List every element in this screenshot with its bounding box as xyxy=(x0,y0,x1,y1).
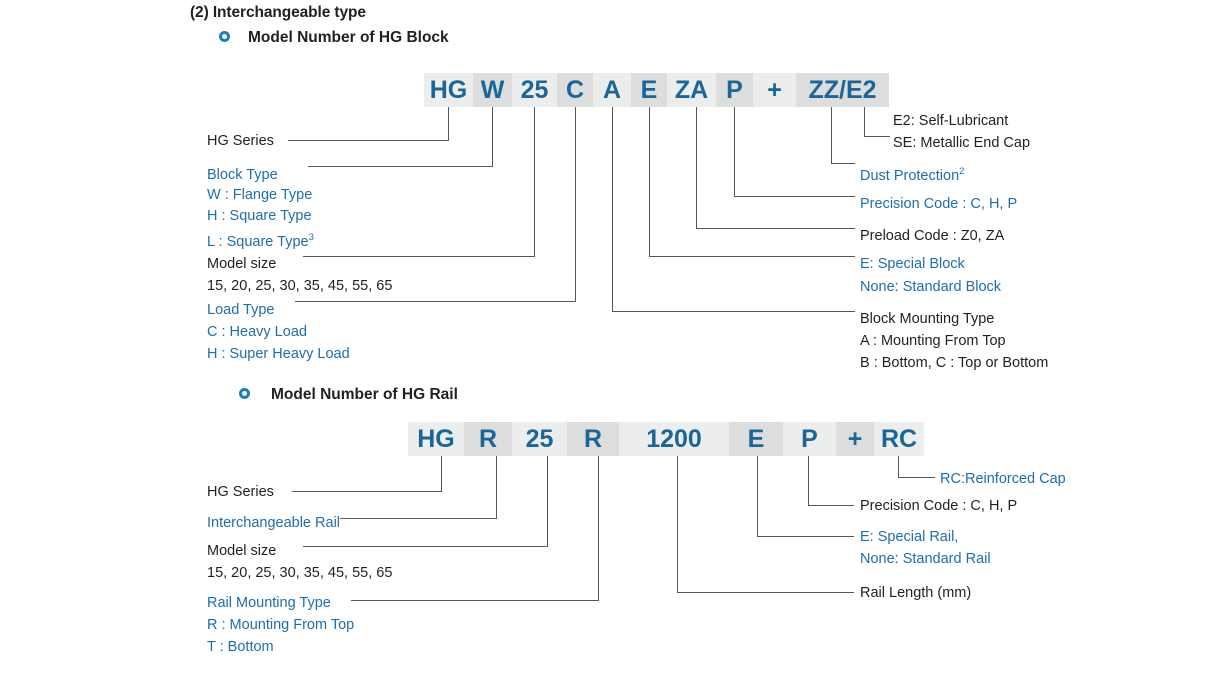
rail-code-segment-length[interactable]: 1200 xyxy=(619,422,729,456)
block-code-segment-hg[interactable]: HG xyxy=(424,73,473,107)
rail-label-interchangeable-rail: Interchangeable Rail xyxy=(207,515,341,531)
rail-leader-line-hg-vertical xyxy=(441,456,442,492)
block-label-block-mounting-bc: B : Bottom, C : Top or Bottom xyxy=(860,355,1049,371)
rail-leader-line-rc-vertical xyxy=(898,456,899,478)
rail-code-segment-p[interactable]: P xyxy=(783,422,836,456)
block-code-segment-w[interactable]: W xyxy=(473,73,512,107)
block-label-block-type-l-superscript: 3 xyxy=(308,232,314,243)
block-label-precision-code: Precision Code : C, H, P xyxy=(860,196,1018,212)
rail-label-rail-mounting-t: T : Bottom xyxy=(207,639,274,655)
rail-label-rail-mounting-type: Rail Mounting Type xyxy=(207,595,331,611)
block-label-se-metallic-end-cap: SE: Metallic End Cap xyxy=(893,135,1031,151)
block-code-segment-plus[interactable]: + xyxy=(753,73,796,107)
leader-line-modelsize-horizontal xyxy=(303,256,535,257)
rail-leader-line-interchangeable-vertical xyxy=(496,456,497,519)
ring-bullet-icon-rail xyxy=(239,388,250,399)
rail-leader-line-precision-vertical xyxy=(808,456,809,506)
block-label-load-type: Load Type xyxy=(207,302,275,318)
rail-label-reinforced-cap: RC:Reinforced Cap xyxy=(940,471,1066,487)
block-label-hg-series: HG Series xyxy=(207,133,274,149)
block-code-segment-size[interactable]: 25 xyxy=(512,73,557,107)
block-label-preload-code: Preload Code : Z0, ZA xyxy=(860,228,1005,244)
rail-leader-line-modelsize-vertical xyxy=(547,456,548,547)
block-label-block-type-w: W : Flange Type xyxy=(207,187,313,203)
rail-code-segment-size[interactable]: 25 xyxy=(512,422,567,456)
rail-leader-line-hg-horizontal xyxy=(292,491,442,492)
rail-leader-line-railmount-horizontal xyxy=(351,600,599,601)
block-label-special-block: E: Special Block xyxy=(860,256,965,272)
rail-leader-line-length-horizontal xyxy=(677,592,854,593)
block-label-block-mounting-type: Block Mounting Type xyxy=(860,311,995,327)
block-label-dust-protection-text: Dust Protection xyxy=(860,167,960,184)
rail-leader-line-interchangeable-horizontal xyxy=(340,518,497,519)
block-section-heading: Model Number of HG Block xyxy=(248,29,449,46)
rail-code-segment-plus[interactable]: + xyxy=(836,422,874,456)
rail-label-rail-mounting-r: R : Mounting From Top xyxy=(207,617,355,633)
block-label-load-type-h: H : Super Heavy Load xyxy=(207,346,350,362)
leader-line-specialblock-horizontal xyxy=(649,256,855,257)
rail-code-segment-mount[interactable]: R xyxy=(567,422,619,456)
block-label-dust-protection: Dust Protection2 xyxy=(860,161,964,187)
block-code-segment-za[interactable]: ZA xyxy=(667,73,716,107)
rail-leader-line-modelsize-horizontal xyxy=(303,546,548,547)
rail-label-model-size-values: 15, 20, 25, 30, 35, 45, 55, 65 xyxy=(207,565,393,581)
rail-code-segment-r[interactable]: R xyxy=(464,422,512,456)
ring-bullet-icon xyxy=(219,31,230,42)
leader-line-e2se-horizontal xyxy=(864,136,890,137)
block-label-model-size-values: 15, 20, 25, 30, 35, 45, 55, 65 xyxy=(207,278,393,294)
leader-line-blocktype-vertical xyxy=(492,107,493,167)
rail-leader-line-rc-horizontal xyxy=(898,477,935,478)
rail-leader-line-railmount-vertical xyxy=(598,456,599,601)
rail-label-precision-code: Precision Code : C, H, P xyxy=(860,498,1018,514)
block-code-segment-p[interactable]: P xyxy=(716,73,753,107)
leader-line-loadtype-horizontal xyxy=(295,301,576,302)
rail-label-standard-rail: None: Standard Rail xyxy=(860,551,991,567)
leader-line-preload-horizontal xyxy=(696,228,855,229)
block-label-load-type-c: C : Heavy Load xyxy=(207,324,307,340)
block-label-block-mounting-a: A : Mounting From Top xyxy=(860,333,1006,349)
rail-leader-line-specialrail-vertical xyxy=(757,456,758,537)
rail-leader-line-precision-horizontal xyxy=(808,505,854,506)
leader-line-dust-vertical xyxy=(831,107,832,164)
leader-line-e2se-vertical xyxy=(864,107,865,137)
block-label-block-type: Block Type xyxy=(207,167,278,183)
leader-line-hg-horizontal xyxy=(288,140,449,141)
block-code-segment-seal[interactable]: ZZ/E2 xyxy=(796,73,889,107)
rail-section-heading: Model Number of HG Rail xyxy=(271,386,458,403)
rail-label-hg-series: HG Series xyxy=(207,484,274,500)
leader-line-precision-horizontal xyxy=(734,196,855,197)
leader-line-preload-vertical xyxy=(696,107,697,229)
rail-label-rail-length: Rail Length (mm) xyxy=(860,585,972,601)
block-code-segment-e[interactable]: E xyxy=(631,73,667,107)
rail-leader-line-length-vertical xyxy=(677,456,678,593)
rail-label-special-rail: E: Special Rail, xyxy=(860,529,959,545)
rail-code-segment-e[interactable]: E xyxy=(729,422,783,456)
block-label-block-type-h: H : Square Type xyxy=(207,208,312,224)
leader-line-modelsize-vertical xyxy=(534,107,535,257)
section-title: (2) Interchangeable type xyxy=(190,4,366,21)
block-code-segment-mount[interactable]: A xyxy=(593,73,631,107)
block-label-dust-protection-superscript: 2 xyxy=(959,166,965,177)
block-label-block-type-l: L : Square Type3 xyxy=(207,227,314,253)
leader-line-blockmount-vertical xyxy=(612,107,613,312)
leader-line-precision-vertical xyxy=(734,107,735,197)
block-label-block-type-l-text: L : Square Type xyxy=(207,233,309,250)
leader-line-dust-horizontal xyxy=(831,163,855,164)
rail-code-segment-cap[interactable]: RC xyxy=(874,422,924,456)
leader-line-blocktype-horizontal xyxy=(308,166,493,167)
block-code-segment-load[interactable]: C xyxy=(557,73,593,107)
rail-code-segment-hg[interactable]: HG xyxy=(408,422,464,456)
block-label-e2-self-lubricant: E2: Self-Lubricant xyxy=(893,113,1009,129)
leader-line-blockmount-horizontal xyxy=(612,311,855,312)
rail-label-model-size: Model size xyxy=(207,543,277,559)
rail-leader-line-specialrail-horizontal xyxy=(757,536,854,537)
leader-line-specialblock-vertical xyxy=(649,107,650,257)
block-label-standard-block: None: Standard Block xyxy=(860,279,1002,295)
leader-line-hg-vertical xyxy=(448,107,449,141)
block-label-model-size: Model size xyxy=(207,256,277,272)
leader-line-loadtype-vertical xyxy=(575,107,576,302)
